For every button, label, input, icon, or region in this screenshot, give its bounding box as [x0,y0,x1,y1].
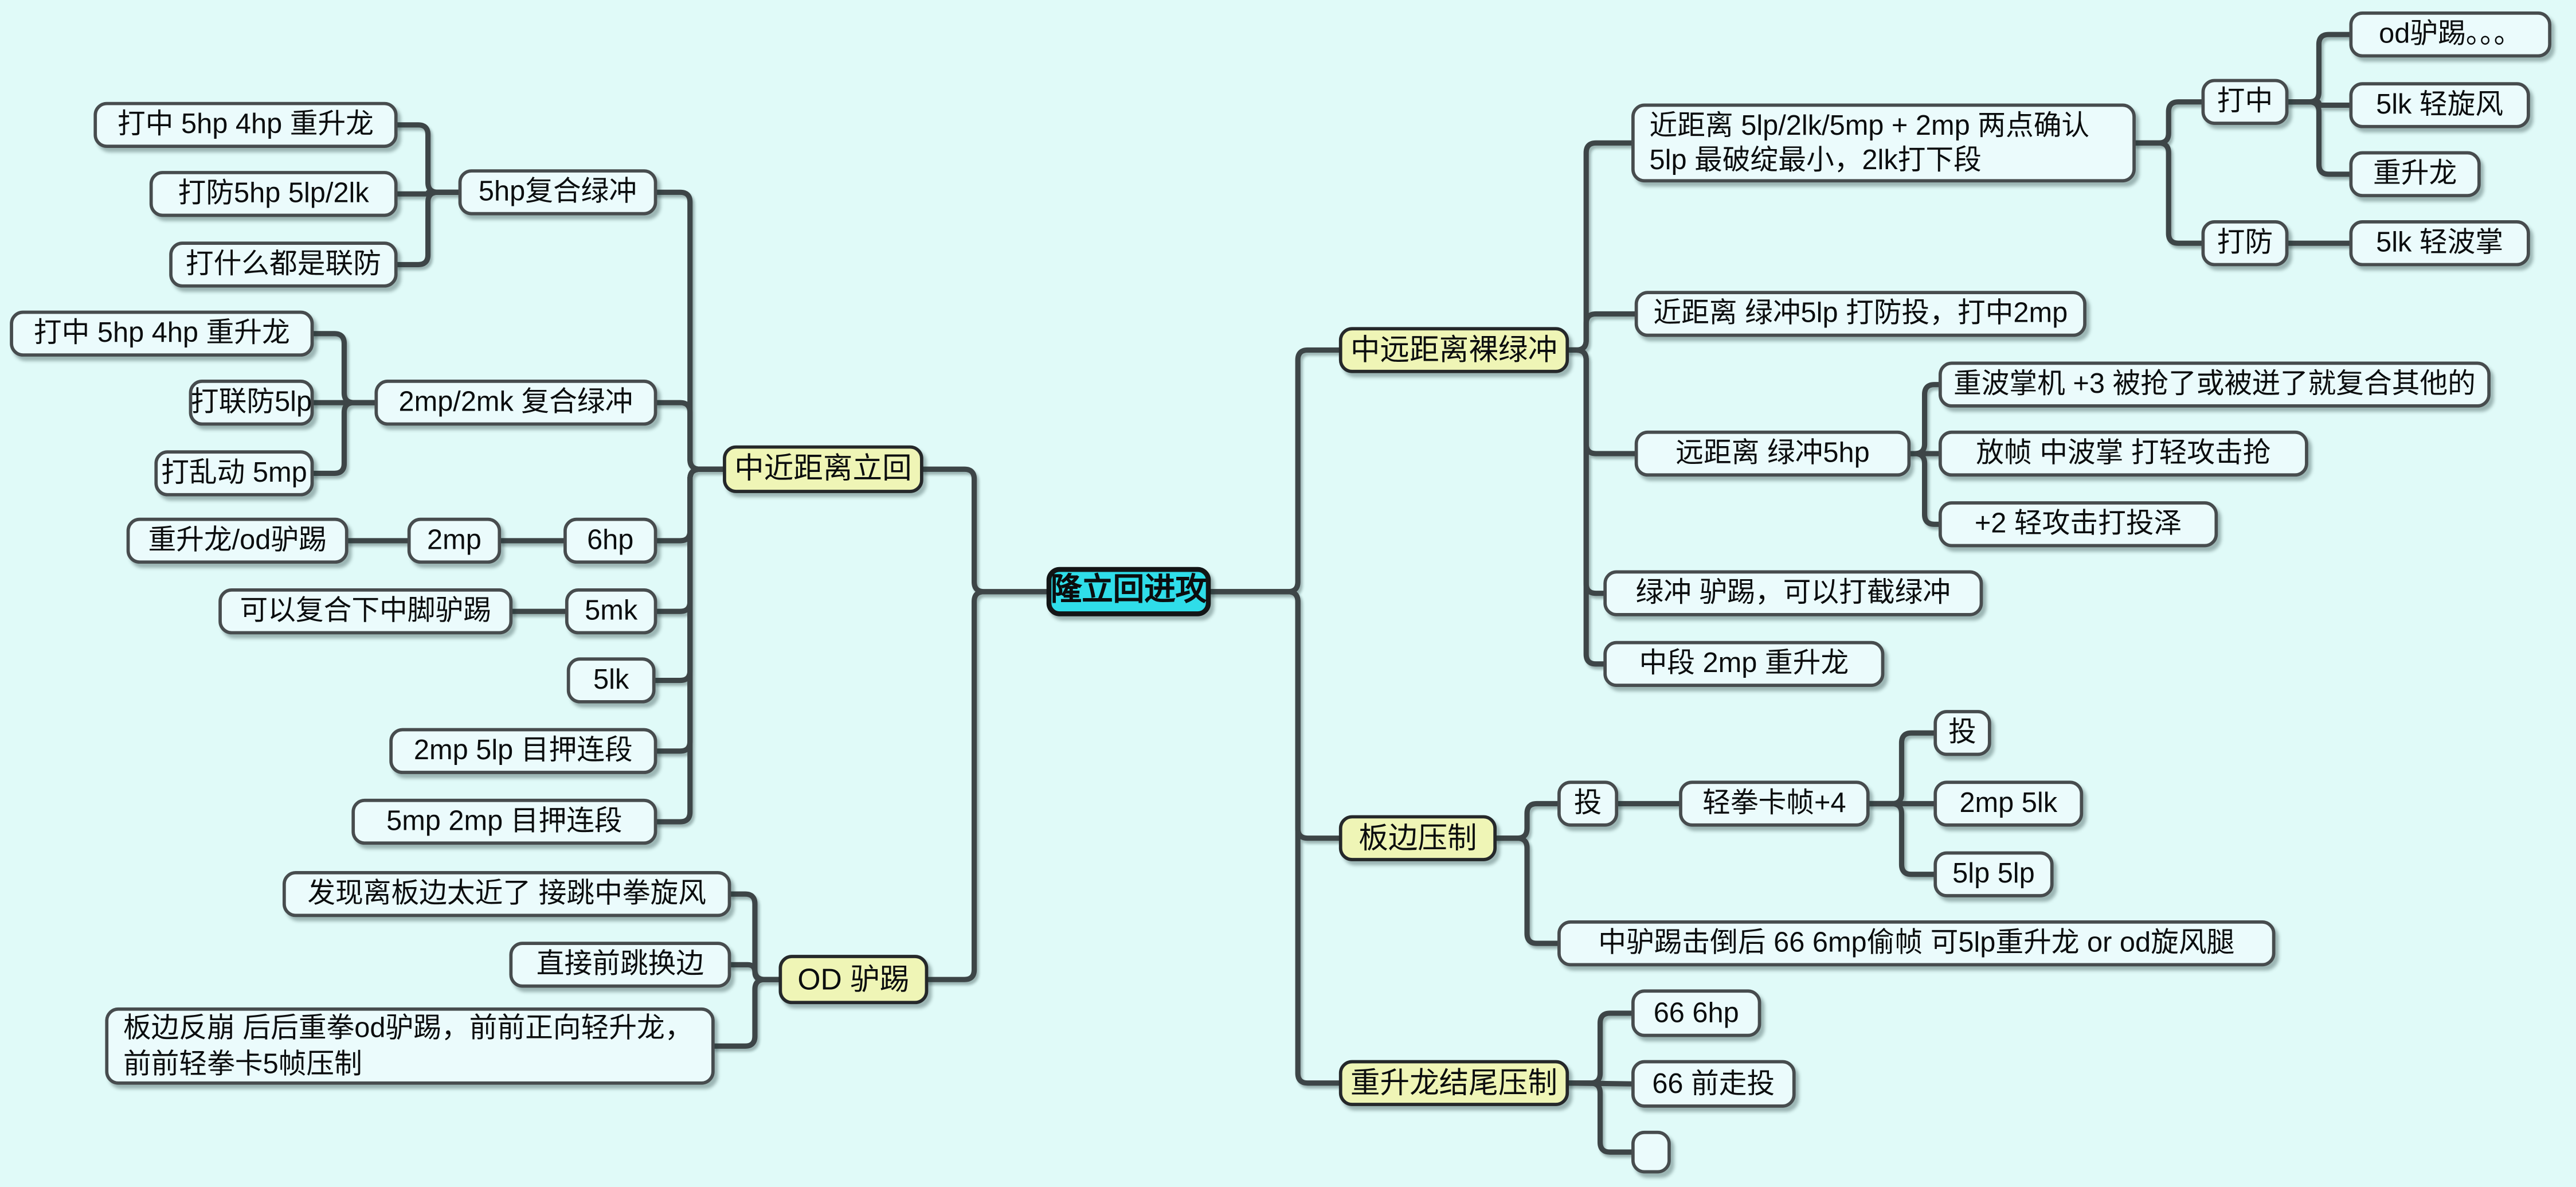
mindmap-node-n_yuanjuli[interactable]: 远距离 绿冲5hp [1634,430,1911,477]
mindmap-node-root[interactable]: 隆立回进攻 [1046,567,1211,616]
mindmap-node-n_jinjuli3[interactable]: 近距离 绿冲5lp 打防投，打中2mp [1634,291,2086,337]
mindmap-node-n_2mp5lp[interactable]: 2mp 5lp 目押连段 [389,728,657,774]
mindmap-node-n_5lkqxf[interactable]: 5lk 轻旋风 [2349,82,2530,128]
mindmap-node-n_zhongbo[interactable]: 重波掌机 +3 被抢了或被迸了就复合其他的 [1938,361,2491,408]
connector-n_zsljw-to-n_empty [1566,1080,1634,1155]
mindmap-node-n_dld[interactable]: 打乱动 5mp [154,450,314,497]
mindmap-node-n_2mp5lk[interactable]: 2mp 5lk [1933,780,2084,827]
mindmap-node-n_kfh[interactable]: 可以复合下中脚驴踢 [218,588,513,635]
connector-n_banbian-to-n_zhongly [1494,835,1560,946]
connector-n_zhongyuan-to-n_zhongduan [1566,347,1606,667]
mindmap-node-n_66qzt[interactable]: 66 前走投 [1631,1060,1796,1108]
connector-n_yuanjuli-to-n_plus2 [1908,451,1941,527]
mindmap-node-n_odty[interactable]: od驴踢。。。 [2349,11,2552,58]
mindmap-node-n_5lp5lp[interactable]: 5lp 5lp [1933,851,2054,897]
mindmap-node-n_dl[interactable]: 打什么都是联防 [169,241,398,288]
connector-root-to-n_zsljw [1208,589,1342,1086]
mindmap-node-n_zhongly[interactable]: 中驴踢击倒后 66 6mp偷帧 可5lp重升龙 or od旋风腿 [1557,920,2276,967]
mindmap-node-n_zhijie[interactable]: 直接前跳换边 [509,942,731,988]
connector-n_qingquan-to-n_5lp5lp [1867,801,1936,877]
mindmap-node-n_qingquan[interactable]: 轻拳卡帧+4 [1679,780,1870,827]
mindmap-node-n_5hpfl[interactable]: 5hp复合绿冲 [458,169,657,216]
mindmap-node-n_od[interactable]: OD 驴踢 [778,955,929,1005]
connector-n_5hpfl-to-n_dl [395,189,461,268]
mindmap-node-n_zhongyuan[interactable]: 中远距离裸绿冲 [1338,327,1569,373]
mindmap-node-n_5mp2mp[interactable]: 5mp 2mp 目押连段 [351,798,657,845]
edge-group [311,32,2352,1155]
mindmap-node-n_dazhong[interactable]: 打中 [2201,79,2289,125]
mindmap-node-n_lvchong[interactable]: 绿冲 驴踢，可以打截绿冲 [1603,570,1983,616]
mindmap-node-n_zhongduan[interactable]: 中段 2mp 重升龙 [1603,641,1885,688]
mindmap-node-n_plus2[interactable]: +2 轻攻击打投泽 [1938,501,2218,548]
mindmap-node-n_6hp[interactable]: 6hp [563,517,657,564]
mindmap-node-n_tou1[interactable]: 投 [1557,780,1619,827]
mindmap-node-n_5lk[interactable]: 5lk [566,657,656,704]
mindmap-node-n_banbian[interactable]: 板边压制 [1338,815,1497,861]
mindmap-node-n_666hp[interactable]: 66 6hp [1631,989,1761,1037]
connector-n_5hpfl-to-n_df [395,189,461,197]
mindmap-node-n_dlf[interactable]: 打联防5lp [189,380,314,426]
mindmap-node-n_banfb[interactable]: 板边反崩 后后重拳od驴踢，前前正向轻升龙， 前前轻拳卡5帧压制 [105,1007,715,1085]
mindmap-node-n_dafang[interactable]: 打防 [2201,220,2289,267]
mindmap-node-n_df[interactable]: 打防5hp 5lp/2lk [149,171,398,217]
mindmap-node-n_5mk[interactable]: 5mk [565,588,657,635]
connector-n_2mp2mk-to-n_dld [311,400,378,477]
mindmap-node-n_zsljw[interactable]: 重升龙结尾压制 [1338,1060,1569,1106]
mindmap-node-n_2mp2mk[interactable]: 2mp/2mk 复合绿冲 [374,380,657,426]
mindmap-node-n_tou2[interactable]: 投 [1933,710,1991,756]
mindmap-node-n_2mp[interactable]: 2mp [407,517,502,564]
connector-n_zhongjin-to-n_5mp2mp [654,466,726,825]
mindmap-node-n_zsl[interactable]: 重升龙 [2349,151,2481,197]
mindmap-node-n_5lkqbz[interactable]: 5lk 轻波掌 [2349,220,2530,267]
mindmap-node-n_empty[interactable] [1631,1130,1671,1174]
connector-n_od-to-n_banfb [712,977,782,1049]
mindmap-node-n_zhongjin[interactable]: 中近距离立回 [723,445,923,493]
connector-root-to-n_od [925,589,1050,982]
mindmap-node-n_faxian[interactable]: 发现离板边太近了 接跳中拳旋风 [282,871,731,917]
connector-n_jinjuli2-to-n_dafang [2133,140,2205,246]
connector-n_dazhong-to-n_zsl [2285,99,2352,177]
mindmap-node-n_dz1[interactable]: 打中 5hp 4hp 重升龙 [93,101,398,148]
mindmap-node-n_jinjuli2[interactable]: 近距离 5lp/2lk/5mp + 2mp 两点确认 5lp 最破绽最小，2lk… [1631,103,2136,183]
mindmap-node-n_fangzhen[interactable]: 放帧 中波掌 打轻攻击抢 [1938,430,2308,477]
mindmap-node-n_chain1[interactable]: 重升龙/od驴踢 [126,517,349,564]
mindmap-node-n_dz2[interactable]: 打中 5hp 4hp 重升龙 [10,310,314,357]
